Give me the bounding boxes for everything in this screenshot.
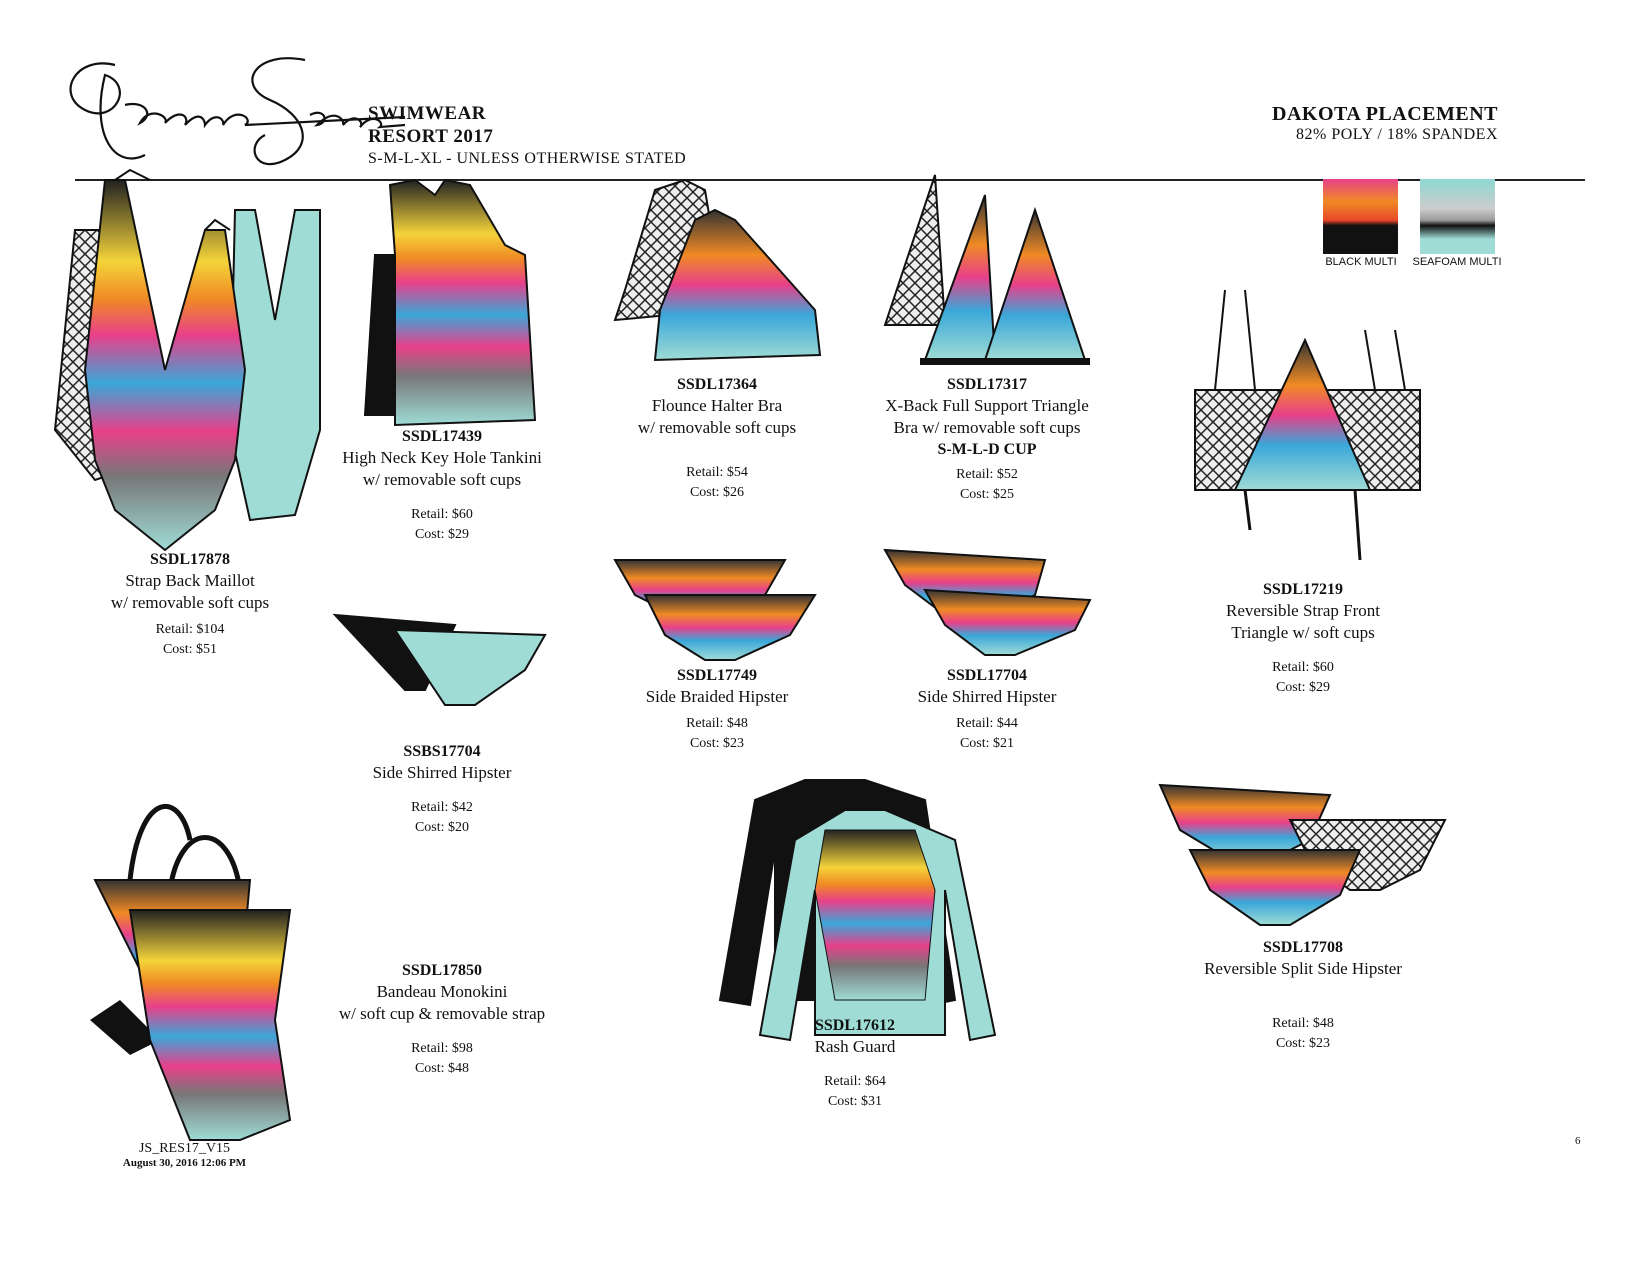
style-name: High Neck Key Hole Tankini (342, 448, 542, 467)
style-name-2: w/ removable soft cups (637, 418, 797, 437)
style-code: SSDL17878 (149, 551, 231, 568)
swatch-black-multi (1323, 179, 1398, 254)
item-ssdl17317: SSDL17317 X-Back Full Support Triangle B… (827, 375, 1147, 505)
swatch-label: BLACK MULTI (1325, 256, 1397, 268)
cost-price: Cost: $48 (414, 1061, 470, 1076)
item-ssdl17708: SSDL17708 Reversible Split Side Hipster … (1143, 938, 1463, 1054)
style-name: Flounce Halter Bra (651, 396, 783, 415)
style-name: Strap Back Maillot (125, 571, 255, 590)
style-name: Reversible Split Side Hipster (1204, 959, 1402, 978)
braided-hipster-sketch (613, 559, 817, 661)
cost-price: Cost: $31 (827, 1094, 883, 1109)
style-code: SSDL17364 (676, 376, 758, 393)
tankini-sketch (363, 178, 537, 427)
cost-price: Cost: $29 (414, 527, 470, 542)
item-ssdl17219: SSDL17219 Reversible Strap Front Triangl… (1143, 580, 1463, 698)
retail-price: Retail: $60 (1272, 660, 1334, 675)
style-name: Side Braided Hipster (645, 687, 789, 706)
retail-price: Retail: $64 (824, 1074, 886, 1089)
item-ssdl17749: SSDL17749 Side Braided Hipster Retail: $… (557, 666, 877, 754)
triangle-bra-sketch (883, 174, 1090, 365)
cost-price: Cost: $29 (1275, 680, 1331, 695)
file-date: August 30, 2016 12:06 PM (122, 1157, 247, 1169)
retail-price: Retail: $98 (411, 1041, 473, 1056)
style-code: SSDL17850 (401, 962, 483, 979)
cost-price: Cost: $23 (1275, 1036, 1331, 1051)
style-code: SSDL17439 (401, 428, 483, 445)
header-line1: SWIMWEAR (368, 103, 487, 124)
style-code: SSDL17612 (814, 1017, 896, 1034)
retail-price: Retail: $44 (956, 716, 1018, 731)
retail-price: Retail: $42 (411, 800, 473, 815)
style-code: SSDL17219 (1262, 581, 1344, 598)
monokini-sketch (90, 803, 292, 1141)
retail-price: Retail: $54 (686, 465, 748, 480)
brand-logo (69, 57, 406, 166)
swatch-label: SEAFOAM MULTI (1412, 256, 1502, 268)
cost-price: Cost: $25 (959, 487, 1015, 502)
item-ssdl17850: SSDL17850 Bandeau Monokini w/ soft cup &… (282, 961, 602, 1079)
item-ssdl17878: SSDL17878 Strap Back Maillot w/ removabl… (30, 550, 350, 660)
rash-guard-sketch (718, 779, 997, 1042)
retail-price: Retail: $48 (1272, 1016, 1334, 1031)
style-name: Side Shirred Hipster (917, 687, 1057, 706)
flounce-halter-sketch (613, 178, 822, 362)
item-ssdl17612: SSDL17612 Rash Guard Retail: $64 Cost: $… (695, 1016, 1015, 1112)
header-line3: S-M-L-XL - UNLESS OTHERWISE STATED (368, 150, 687, 167)
style-name-2: Bra w/ removable soft cups (893, 418, 1081, 437)
header-line2: RESORT 2017 (368, 126, 494, 147)
solid-hipster-sketch (332, 613, 547, 706)
cost-price: Cost: $23 (689, 736, 745, 751)
style-code: SSDL17317 (946, 376, 1028, 393)
cost-price: Cost: $21 (959, 736, 1015, 751)
retail-price: Retail: $48 (686, 716, 748, 731)
style-name-2: w/ removable soft cups (362, 470, 522, 489)
retail-price: Retail: $52 (956, 467, 1018, 482)
file-name: JS_RES17_V15 (138, 1141, 231, 1156)
split-side-hipster-sketch (1158, 783, 1447, 926)
reversible-triangle-sketch (1194, 289, 1421, 561)
retail-price: Retail: $60 (411, 507, 473, 522)
style-code: SSDL17704 (946, 667, 1028, 684)
item-ssdl17439: SSDL17439 High Neck Key Hole Tankini w/ … (282, 427, 602, 545)
size-range: S-M-L-D CUP (937, 441, 1037, 458)
style-name: Bandeau Monokini (376, 982, 508, 1001)
style-code: SSDL17708 (1262, 939, 1344, 956)
cost-price: Cost: $26 (689, 485, 745, 500)
style-code: SSDL17749 (676, 667, 758, 684)
style-name: Reversible Strap Front (1226, 601, 1380, 620)
header-divider (75, 179, 1585, 181)
swatch-seafoam-multi (1420, 179, 1495, 254)
style-code: SSBS17704 (403, 743, 481, 760)
style-name: X-Back Full Support Triangle (885, 396, 1089, 415)
maillot-sketch (53, 168, 321, 552)
page-number: 6 (1575, 1135, 1581, 1147)
item-ssbs17704: SSBS17704 Side Shirred Hipster Retail: $… (282, 742, 602, 838)
print-title: DAKOTA PLACEMENT (1272, 103, 1498, 125)
cost-price: Cost: $20 (414, 820, 470, 835)
style-name: Rash Guard (814, 1037, 896, 1056)
style-name: Side Shirred Hipster (372, 763, 512, 782)
style-name-2: w/ removable soft cups (110, 593, 270, 612)
style-name-2: w/ soft cup & removable strap (338, 1004, 546, 1023)
item-ssdl17704: SSDL17704 Side Shirred Hipster Retail: $… (827, 666, 1147, 754)
shirred-hipster-sketch (883, 548, 1092, 656)
item-ssdl17364: SSDL17364 Flounce Halter Bra w/ removabl… (557, 375, 877, 503)
retail-price: Retail: $104 (155, 622, 225, 637)
fabric-content: 82% POLY / 18% SPANDEX (1295, 126, 1498, 143)
cost-price: Cost: $51 (162, 642, 218, 657)
style-name-2: Triangle w/ soft cups (1231, 623, 1375, 642)
